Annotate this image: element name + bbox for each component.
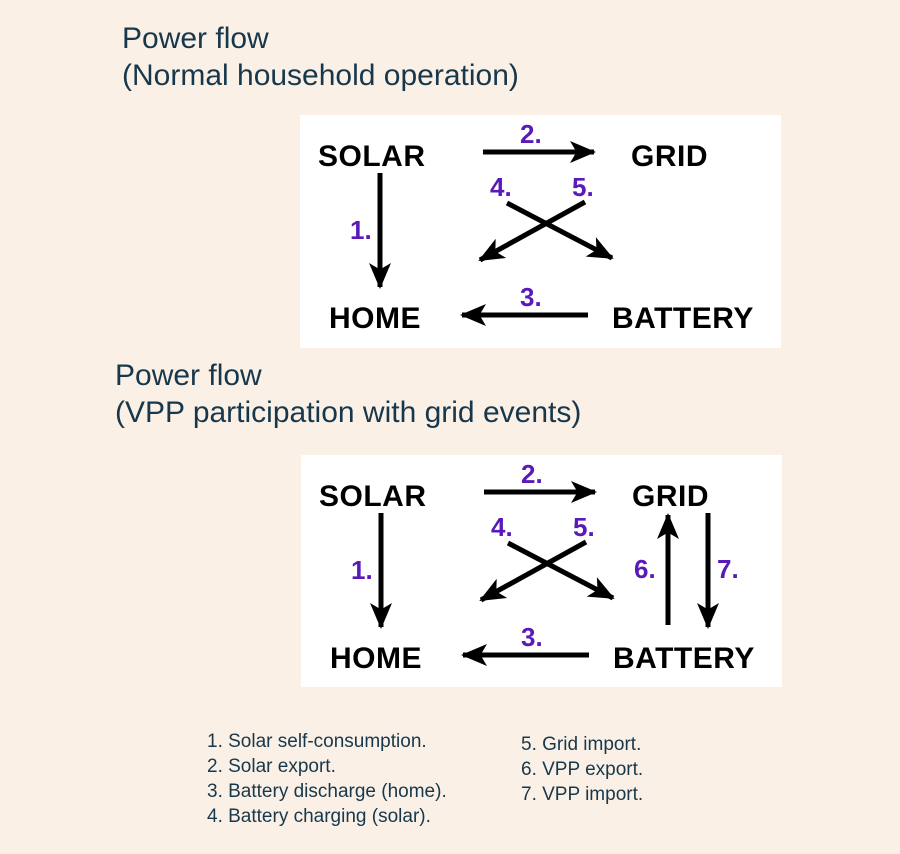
arrow-label-2: 2.: [520, 119, 542, 149]
section2-title-line1: Power flow: [115, 359, 262, 392]
arrow-solar-to-battery: [505, 200, 614, 261]
diagram-normal-arrows: [369, 141, 614, 326]
arrow-label-5: 5.: [572, 172, 594, 202]
node-home: HOME: [329, 302, 421, 335]
diagram-vpp-participation: SOLAR GRID HOME BATTERY 1. 2. 3. 4. 5. 6…: [301, 455, 782, 687]
section1-title-line2: (Normal household operation): [122, 59, 519, 92]
legend-item-5: 5. Grid import.: [521, 734, 642, 755]
arrow-label-2: 2.: [521, 459, 543, 489]
legend-item-1: 1. Solar self-consumption.: [207, 731, 427, 752]
section2-title-line2: (VPP participation with grid events): [115, 396, 582, 429]
node-grid: GRID: [631, 140, 708, 173]
node-battery: BATTERY: [612, 302, 754, 335]
arrow-label-4: 4.: [490, 172, 512, 202]
arrow-solar-to-battery: [506, 540, 615, 601]
legend-item-7: 7. VPP import.: [521, 784, 644, 805]
legend-right-column: 5. Grid import. 6. VPP export. 7. VPP im…: [521, 732, 643, 807]
section1-title-line1: Power flow: [122, 22, 269, 55]
section1-title: Power flow (Normal household operation): [122, 20, 519, 94]
node-solar: SOLAR: [318, 140, 426, 173]
legend-item-6: 6. VPP export.: [521, 759, 644, 780]
node-home: HOME: [330, 642, 422, 675]
arrow-grid-to-home: [478, 199, 587, 263]
arrow-label-4: 4.: [491, 512, 513, 542]
section2-title: Power flow (VPP participation with grid …: [115, 357, 581, 431]
legend-item-2: 2. Solar export.: [207, 756, 336, 777]
diagram-vpp-arrows: [370, 481, 719, 666]
arrow-label-3: 3.: [520, 282, 542, 312]
legend-item-3: 3. Battery discharge (home).: [207, 781, 447, 802]
node-grid: GRID: [632, 480, 709, 513]
arrow-grid-to-home: [479, 539, 588, 603]
arrow-label-7: 7.: [717, 554, 739, 584]
diagram-normal-operation: SOLAR GRID HOME BATTERY 1. 2. 3. 4. 5.: [300, 115, 781, 348]
arrow-label-6: 6.: [634, 554, 656, 584]
arrow-label-3: 3.: [521, 622, 543, 652]
legend-item-4: 4. Battery charging (solar).: [207, 806, 431, 827]
arrow-label-1: 1.: [351, 555, 373, 585]
node-solar: SOLAR: [319, 480, 427, 513]
node-battery: BATTERY: [613, 642, 755, 675]
legend-left-column: 1. Solar self-consumption. 2. Solar expo…: [207, 729, 447, 829]
arrow-label-1: 1.: [350, 215, 372, 245]
arrow-label-5: 5.: [573, 512, 595, 542]
